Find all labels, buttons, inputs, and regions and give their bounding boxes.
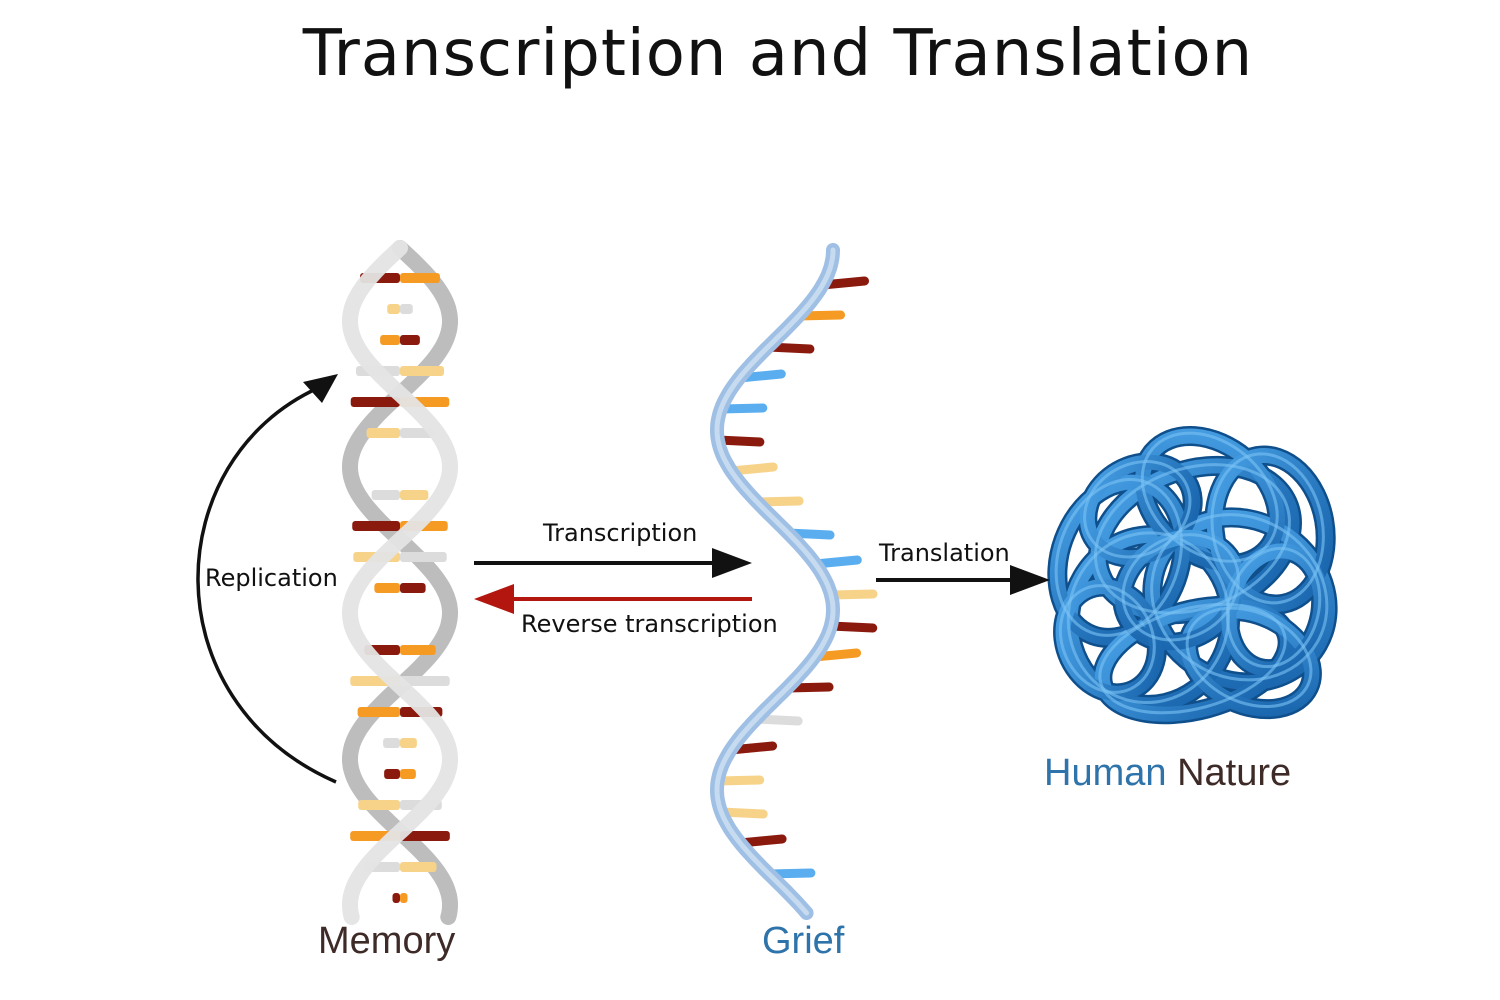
replication-arrow-head	[303, 374, 338, 403]
dna-helix-icon	[341, 240, 459, 925]
reverse-transcription-label: Reverse transcription	[521, 610, 778, 638]
transcription-arrow-head	[712, 548, 752, 578]
rna-strand-icon	[709, 243, 878, 920]
protein-caption-word1: Human	[1044, 752, 1167, 794]
replication-label: Replication	[205, 564, 338, 592]
page-title: Transcription and Translation	[302, 17, 1254, 91]
replication-arrow	[196, 386, 337, 784]
translation-arrow-head	[1010, 565, 1050, 595]
protein-blob-icon	[1047, 425, 1338, 725]
dna-caption: Memory	[318, 920, 456, 962]
translation-label: Translation	[879, 539, 1010, 567]
rna-caption: Grief	[762, 920, 845, 962]
transcription-label: Transcription	[543, 519, 698, 547]
protein-caption: Human Nature	[1044, 752, 1291, 795]
reverse-transcription-arrow-head	[474, 584, 514, 614]
protein-caption-word2: Nature	[1177, 752, 1292, 794]
